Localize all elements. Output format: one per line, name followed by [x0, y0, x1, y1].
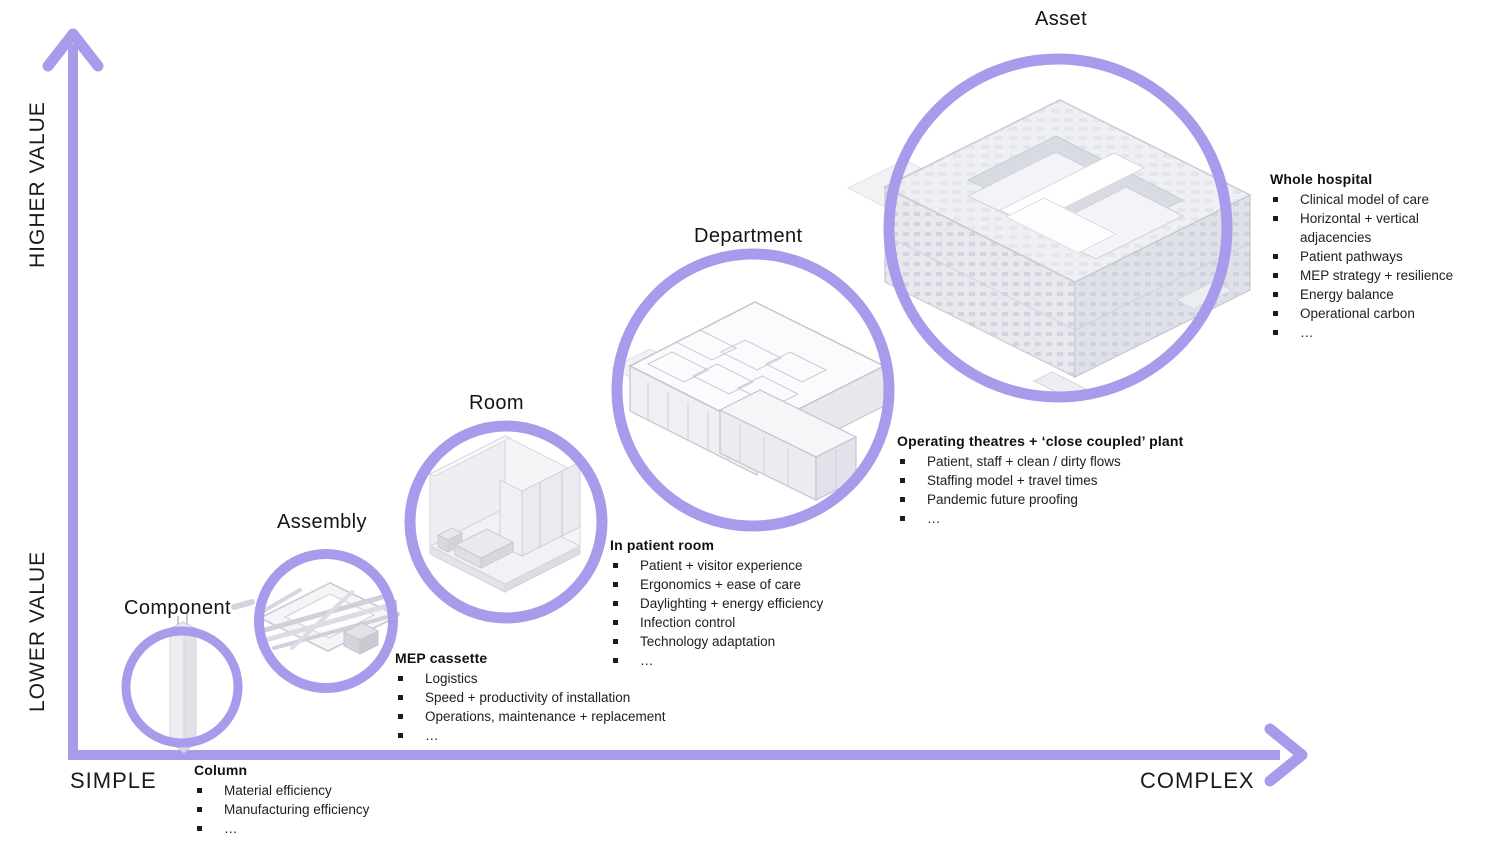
- bullet-item: Operational carbon: [1270, 304, 1475, 323]
- assembly-label: Assembly: [277, 511, 367, 533]
- bullet-item: Patient + visitor experience: [610, 556, 910, 575]
- column-list: Column Material efficiency Manufacturing…: [194, 762, 464, 838]
- bullet-item: Infection control: [610, 613, 910, 632]
- list-title: Operating theatres + ‘close coupled’ pla…: [897, 433, 1184, 449]
- bullet-item: MEP strategy + resilience: [1270, 266, 1475, 285]
- bullet-item: Clinical model of care: [1270, 190, 1475, 209]
- x-axis-arrowhead-icon: [1264, 723, 1308, 787]
- bullet-item: …: [897, 509, 1257, 528]
- bullet-item: Daylighting + energy efficiency: [610, 594, 910, 613]
- bullet-item: …: [395, 726, 715, 745]
- list-title: Column: [194, 762, 248, 778]
- whole-hospital-list: Whole hospital Clinical model of care Ho…: [1270, 171, 1475, 342]
- list-title: Whole hospital: [1270, 171, 1373, 187]
- operating-theatres-list: Operating theatres + ‘close coupled’ pla…: [897, 433, 1257, 528]
- bullet-list: Patient, staff + clean / dirty flows Sta…: [897, 452, 1257, 528]
- bullet-list: Logistics Speed + productivity of instal…: [395, 669, 715, 745]
- y-axis-bottom-label: LOWER VALUE: [26, 550, 49, 712]
- bullet-item: Staffing model + travel times: [897, 471, 1257, 490]
- component-circle: [121, 626, 243, 748]
- bullet-item: Manufacturing efficiency: [194, 800, 464, 819]
- department-render: [610, 301, 886, 501]
- bullet-item: Speed + productivity of installation: [395, 688, 715, 707]
- mep-cassette-list: MEP cassette Logistics Speed + productiv…: [395, 650, 715, 745]
- y-axis-arrowhead-icon: [42, 28, 104, 72]
- x-axis-left-label: SIMPLE: [70, 768, 157, 793]
- bullet-list: Patient + visitor experience Ergonomics …: [610, 556, 910, 670]
- x-axis: [68, 723, 1308, 787]
- bullet-item: Technology adaptation: [610, 632, 910, 651]
- room-label: Room: [469, 392, 524, 414]
- assembly-circle: [254, 549, 398, 693]
- y-axis: [42, 28, 104, 760]
- bullet-item: …: [194, 819, 464, 838]
- patient-room-render: [428, 435, 582, 593]
- asset-circle: [883, 53, 1233, 403]
- department-label: Department: [694, 225, 803, 247]
- bullet-item: Operations, maintenance + replacement: [395, 707, 715, 726]
- x-axis-right-label: COMPLEX: [1140, 768, 1255, 793]
- bullet-item: Energy balance: [1270, 285, 1475, 304]
- y-axis-top-label: HIGHER VALUE: [26, 101, 49, 268]
- hospital-render: [846, 99, 1252, 401]
- patient-room-list: In patient room Patient + visitor experi…: [610, 537, 910, 670]
- list-title: MEP cassette: [395, 650, 488, 666]
- asset-label: Asset: [1035, 8, 1088, 30]
- bullet-item: …: [610, 651, 910, 670]
- bullet-item: Horizontal + vertical adjacencies: [1270, 209, 1475, 247]
- bullet-item: Ergonomics + ease of care: [610, 575, 910, 594]
- component-label: Component: [124, 597, 231, 619]
- bullet-item: Patient pathways: [1270, 247, 1475, 266]
- bullet-item: …: [1270, 323, 1475, 342]
- bullet-item: Material efficiency: [194, 781, 464, 800]
- bullet-list: Material efficiency Manufacturing effici…: [194, 781, 464, 838]
- bullet-item: Logistics: [395, 669, 715, 688]
- department-circle: [611, 248, 895, 532]
- mep-cassette-render: [231, 582, 400, 655]
- list-title: In patient room: [610, 537, 715, 553]
- bullet-list: Clinical model of care Horizontal + vert…: [1270, 190, 1475, 342]
- bullet-item: Patient, staff + clean / dirty flows: [897, 452, 1257, 471]
- room-circle: [404, 420, 608, 624]
- bullet-item: Pandemic future proofing: [897, 490, 1257, 509]
